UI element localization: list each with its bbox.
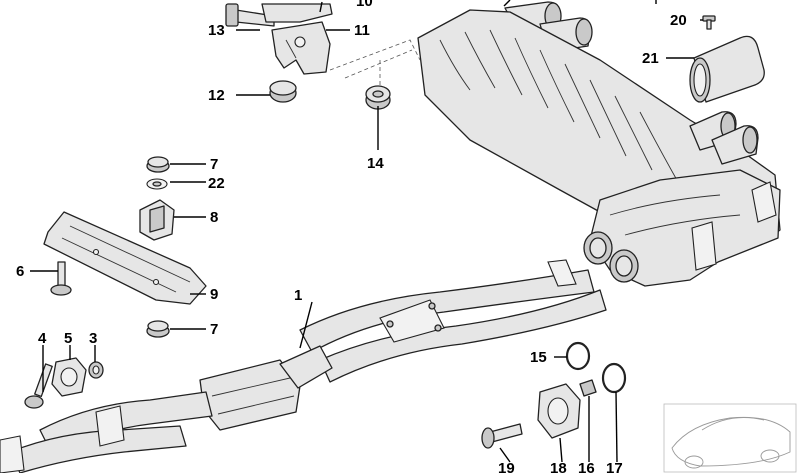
hanger-assembly bbox=[225, 3, 333, 103]
nut-16 bbox=[579, 379, 597, 397]
callout-22: 22 bbox=[208, 175, 225, 192]
rear-silencer bbox=[417, 1, 781, 287]
callout-7a: 7 bbox=[210, 156, 218, 173]
callout-9: 9 bbox=[210, 286, 218, 303]
leader-lines bbox=[30, 0, 703, 463]
callout-18: 18 bbox=[550, 460, 567, 473]
vehicle-location-thumbnail bbox=[663, 403, 797, 473]
seal-ring-17 bbox=[601, 362, 627, 394]
nut-3 bbox=[88, 361, 104, 379]
tailpipe-trim bbox=[689, 15, 765, 103]
callout-7b: 7 bbox=[210, 321, 218, 338]
callout-5: 5 bbox=[64, 330, 72, 347]
rubber-mount-8 bbox=[139, 199, 175, 241]
nut-7b bbox=[146, 320, 170, 338]
bolt-4 bbox=[24, 363, 53, 409]
callout-20: 20 bbox=[670, 12, 687, 29]
callout-14: 14 bbox=[367, 155, 384, 172]
seal-ring-15 bbox=[565, 341, 591, 371]
rubber-mount-14 bbox=[365, 85, 391, 110]
callout-3: 3 bbox=[89, 330, 97, 347]
bolt-6 bbox=[50, 261, 72, 296]
nut-7a bbox=[146, 156, 170, 173]
callout-labels: 1 3 4 5 6 7 7 8 9 10 11 12 13 14 15 16 1… bbox=[16, 0, 687, 473]
callout-6: 6 bbox=[16, 263, 24, 280]
gasket-5 bbox=[51, 357, 87, 397]
bolt-19 bbox=[481, 423, 523, 449]
callout-12: 12 bbox=[208, 87, 225, 104]
callout-15: 15 bbox=[530, 349, 547, 366]
flange-18 bbox=[537, 383, 581, 439]
callout-16: 16 bbox=[578, 460, 595, 473]
callout-21: 21 bbox=[642, 50, 659, 67]
callout-1: 1 bbox=[294, 287, 302, 304]
callout-10: 10 bbox=[356, 0, 373, 10]
front-pipe-assembly bbox=[0, 259, 607, 473]
callout-17: 17 bbox=[606, 460, 623, 473]
washer-22 bbox=[146, 178, 168, 190]
callout-19: 19 bbox=[498, 460, 515, 473]
callout-4: 4 bbox=[38, 330, 47, 347]
callout-13: 13 bbox=[208, 22, 225, 39]
heat-shield-plate bbox=[43, 211, 207, 305]
callout-11: 11 bbox=[354, 22, 370, 39]
callout-8: 8 bbox=[210, 209, 218, 226]
